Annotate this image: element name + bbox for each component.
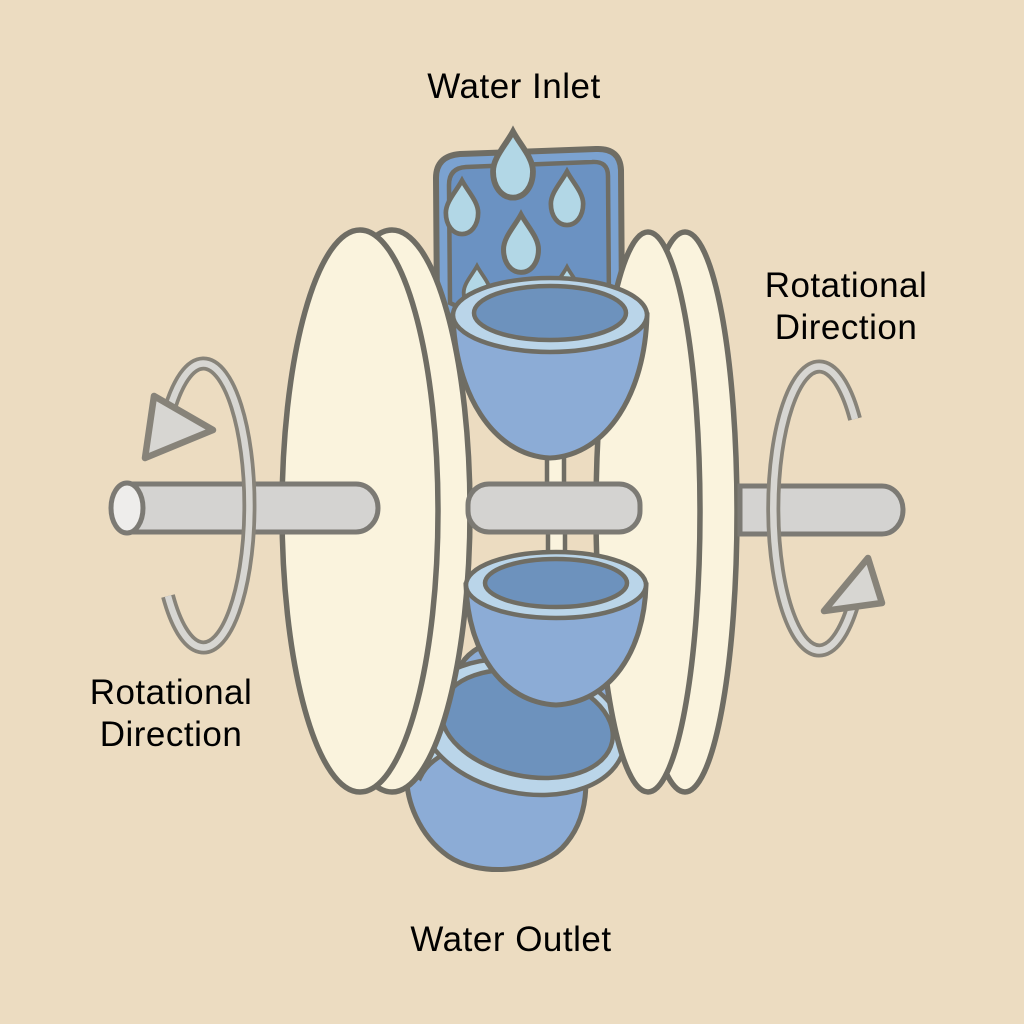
rotational-direction-label-left: Rotational Direction: [90, 673, 253, 754]
water-drop-icon: [500, 209, 542, 275]
rotation-arrow-right-head: [820, 554, 886, 615]
bucket-middle-interior: [482, 556, 630, 610]
bucket-middle: [463, 549, 649, 708]
rotation-arrow-right-icon: [766, 359, 886, 658]
rotational-direction-left-line2: Direction: [100, 715, 243, 754]
water-inlet-label: Water Inlet: [427, 67, 600, 106]
rotation-arrow-left-icon: [141, 356, 257, 655]
rotation-arrow-left-core: [164, 360, 253, 651]
bucket-top-body: [450, 312, 650, 461]
water-drop-icon: [548, 166, 586, 228]
rotational-direction-right-line2: Direction: [775, 308, 918, 347]
rotational-direction-label-right: Rotational Direction: [765, 266, 928, 347]
axle-end-cap: [108, 480, 146, 536]
axle-right: [737, 483, 906, 537]
axle-middle: [465, 481, 643, 535]
water-outlet-label: Water Outlet: [410, 920, 611, 959]
rotational-direction-right-line1: Rotational: [765, 266, 928, 305]
rotation-arrow-left-head: [141, 392, 217, 462]
water-drop-icon: [490, 125, 536, 201]
water-drop-icon: [443, 175, 481, 237]
bucket-top-interior: [471, 283, 629, 343]
axle: [108, 480, 906, 537]
rotation-arrow-right-core: [770, 363, 860, 654]
bucket-top: [450, 275, 650, 461]
rotational-direction-left-line1: Rotational: [90, 673, 253, 712]
